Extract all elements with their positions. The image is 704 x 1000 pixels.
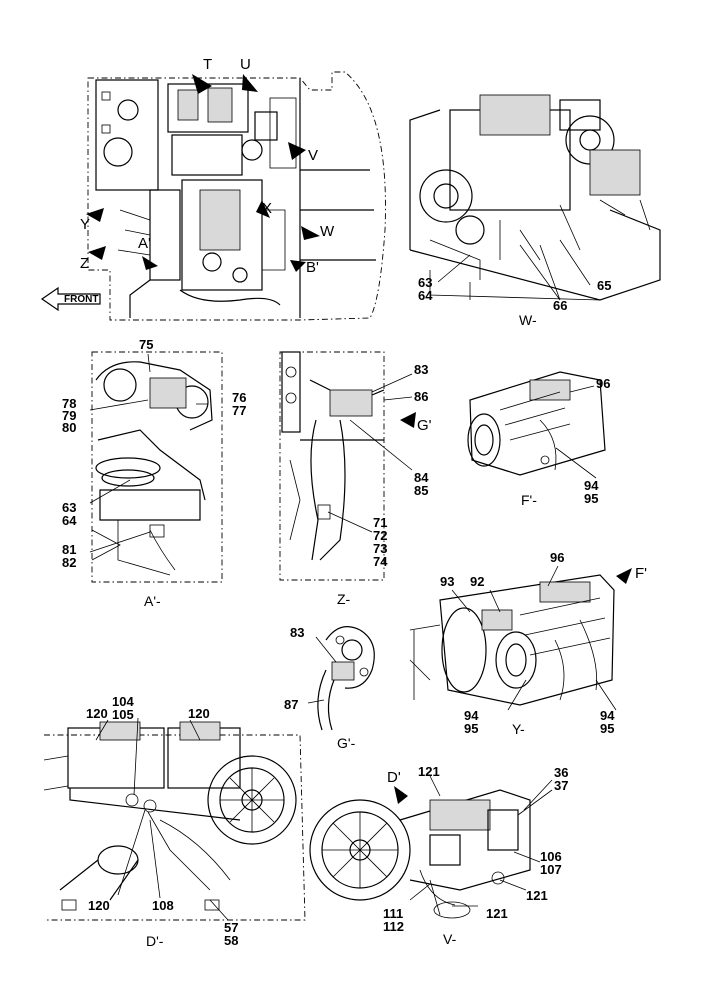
f-label-95: 95 [584,491,598,506]
v-label-107: 107 [540,862,562,877]
view-arrow-w-label: W [320,223,335,240]
v-label-d: D' [387,769,401,786]
w-label-64: 64 [418,288,433,303]
view-a-prime: 75 78 79 80 76 77 63 64 81 82 A'- [62,337,246,609]
y-label-95-b: 95 [600,721,614,736]
v-label-121-c: 121 [486,906,508,921]
y-label-92: 92 [470,574,484,589]
view-v: D' 121 36 37 106 107 121 111 112 121 V- [309,764,568,947]
z-label-g: G' [417,417,432,434]
z-label-85: 85 [414,483,428,498]
d-label-120-a: 120 [86,706,108,721]
w-caption: W- [519,312,537,328]
d-caption: D'- [146,933,164,949]
v-label-36: 36 [554,765,568,780]
a-label-64: 64 [62,513,77,528]
d-label-58: 58 [224,933,238,948]
f-label-96: 96 [596,376,610,391]
v-label-106: 106 [540,849,562,864]
view-d-prime: 104 105 120 120 120 108 57 58 D'- [43,694,306,949]
view-arrow-z-label: Z [80,255,89,272]
view-y: 96 F' 93 92 94 95 94 95 Y- [409,550,647,737]
w-label-66: 66 [553,298,567,313]
y-label-f: F' [635,565,647,582]
a-label-79: 79 [62,408,76,423]
y-label-93: 93 [440,574,454,589]
v-label-121-a: 121 [418,764,440,779]
d-label-108: 108 [152,898,174,913]
a-label-82: 82 [62,555,76,570]
z-label-86: 86 [414,389,428,404]
front-label: FRONT [64,294,98,305]
z-label-83: 83 [414,362,428,377]
view-z: 83 86 G' 84 85 71 72 73 74 Z- [279,351,432,607]
v-label-121-b: 121 [526,888,548,903]
a-label-77: 77 [232,403,246,418]
v-label-111: 111 [383,906,403,921]
z-label-73: 73 [373,541,387,556]
view-arrow-a-label: A' [138,235,151,252]
view-arrow-b-label: B' [306,259,319,276]
y-caption: Y- [512,721,525,737]
main-top-view: FRONT T U V X W Y Z A' B' [40,56,386,321]
f-caption: F'- [521,492,537,508]
y-label-94-a: 94 [464,708,479,723]
a-label-81: 81 [62,542,76,557]
v-label-112: 112 [383,919,404,934]
a-label-78: 78 [62,396,76,411]
f-label-94: 94 [584,478,599,493]
z-caption: Z- [337,591,351,607]
d-label-105: 105 [112,707,134,722]
view-w: 63 64 66 65 W- [409,94,661,328]
w-label-65: 65 [597,278,611,293]
v-caption: V- [443,931,457,947]
y-label-95-a: 95 [464,721,478,736]
g-caption: G'- [337,735,356,751]
w-label-63: 63 [418,275,432,290]
view-arrow-x-label: X [262,200,272,217]
a-label-80: 80 [62,420,76,435]
view-f-prime: 96 94 95 F'- [467,371,610,508]
d-label-120-b: 120 [188,706,210,721]
a-caption: A'- [144,593,161,609]
z-label-74: 74 [373,554,388,569]
y-label-94-b: 94 [600,708,615,723]
z-label-84: 84 [414,470,429,485]
d-label-120-c: 120 [88,898,110,913]
view-arrow-y-label: Y [80,216,90,233]
z-label-72: 72 [373,528,387,543]
g-label-83: 83 [290,625,304,640]
view-arrow-t-label: T [203,56,212,73]
d-label-104: 104 [112,694,134,709]
d-label-57: 57 [224,920,238,935]
g-label-87: 87 [284,697,298,712]
view-g-prime: 83 87 G'- [284,625,375,751]
a-label-75: 75 [139,337,153,352]
a-label-76: 76 [232,390,246,405]
view-arrow-v-label: V [308,147,318,164]
z-label-71: 71 [373,515,387,530]
v-label-37: 37 [554,778,568,793]
y-label-96: 96 [550,550,564,565]
view-arrow-u-label: U [240,56,251,73]
a-label-63: 63 [62,500,76,515]
